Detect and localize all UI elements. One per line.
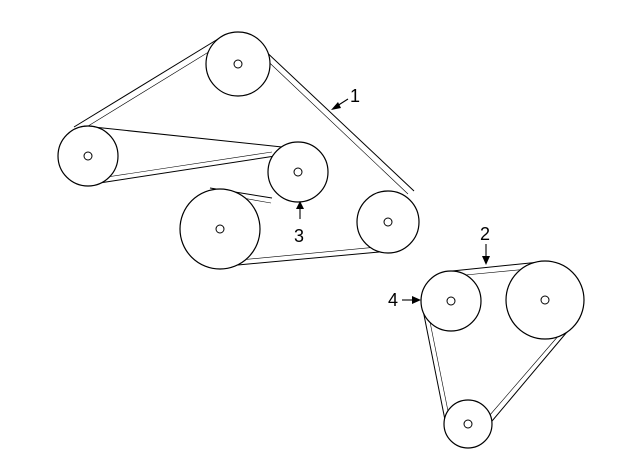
belt-2-edge-top (451, 261, 541, 272)
callout-3-label: 3 (294, 226, 304, 246)
callout-3-group: 3 (294, 201, 304, 246)
callout-1-arrowhead (331, 102, 341, 110)
pulley-idler-4-hub (446, 296, 456, 306)
pulley-idler-3 (267, 141, 329, 203)
pulley-top-hub (233, 59, 243, 69)
callout-2-label: 2 (480, 224, 490, 244)
belt-1-edge-top-right (259, 45, 415, 192)
pulley-crank (179, 188, 261, 270)
belt-2-inner-left (427, 311, 452, 427)
callout-2-arrowhead (482, 256, 490, 265)
pulley-left (57, 125, 119, 187)
belt-1-edge-mid-lower (92, 155, 276, 185)
belt-2 (421, 261, 573, 431)
belt-2-inner-right (482, 326, 567, 424)
callout-4-group: 4 (388, 290, 421, 310)
pulley-bottom (443, 399, 493, 449)
pulley-bottom-hub (463, 419, 473, 429)
belt-1-edge-bottom (226, 250, 391, 267)
pulley-left-hub (83, 151, 93, 161)
pulley-right-hub (383, 217, 393, 227)
belt-1-inner-mid-lower (93, 151, 273, 180)
callout-4-arrowhead (412, 296, 421, 304)
pulley-large-right-hub (540, 295, 550, 305)
belt-1-inner-bottom (228, 245, 389, 262)
callout-2-group: 2 (480, 224, 490, 265)
belt-1-inner-top-left (79, 44, 221, 132)
belt-1-edge-mid-upper (83, 125, 283, 148)
belt-2-edge-right (486, 325, 573, 428)
pulley-top (205, 31, 271, 97)
pulley-right (356, 190, 420, 254)
callout-4-label: 4 (388, 290, 398, 310)
pulley-large-right (505, 260, 585, 340)
belt-1-edge-top-left (73, 38, 219, 128)
belt-2-edge-left (421, 304, 448, 431)
callout-1-group: 1 (331, 86, 360, 110)
callout-3-arrowhead (296, 201, 304, 209)
pulley-crank-hub (215, 224, 225, 234)
pulley-idler-4 (420, 270, 482, 332)
pulley-idler-3-hub (293, 167, 303, 177)
belt-1-inner-top-right (255, 49, 409, 195)
callout-1-label: 1 (350, 86, 360, 106)
